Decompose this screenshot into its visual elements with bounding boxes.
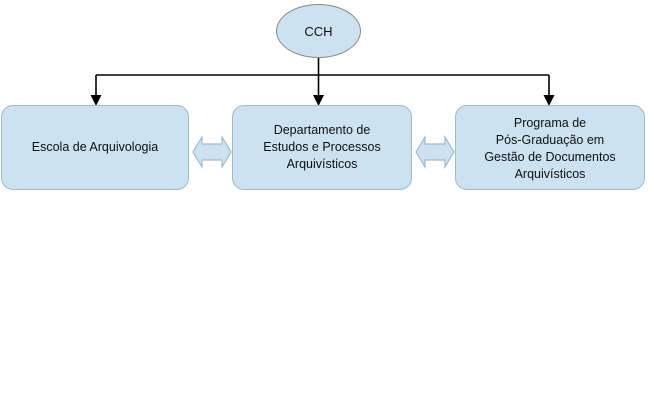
node-cch-label: CCH (304, 23, 333, 39)
bidirectional-arrow-icon-departamento-programa[interactable] (414, 134, 456, 170)
node-escola-arquivologia[interactable]: Escola de Arquivologia (1, 105, 189, 190)
node-escola-arquivologia-label: Escola de Arquivologia (31, 140, 159, 154)
node-cch[interactable]: CCH (276, 4, 361, 58)
node-departamento-estudos-processos-label: Departamento de Estudos e Processos Arqu… (263, 123, 381, 171)
bidirectional-arrow-icon-escola-departamento[interactable] (191, 134, 233, 170)
node-programa-pos-graduacao[interactable]: Programa de Pós-Graduação em Gestão de D… (455, 105, 645, 190)
node-programa-pos-graduacao-label: Programa de Pós-Graduação em Gestão de D… (484, 116, 616, 181)
double-headed-arrow-shape (415, 134, 455, 170)
double-headed-arrow-shape (192, 134, 232, 170)
node-departamento-estudos-processos[interactable]: Departamento de Estudos e Processos Arqu… (232, 105, 412, 190)
